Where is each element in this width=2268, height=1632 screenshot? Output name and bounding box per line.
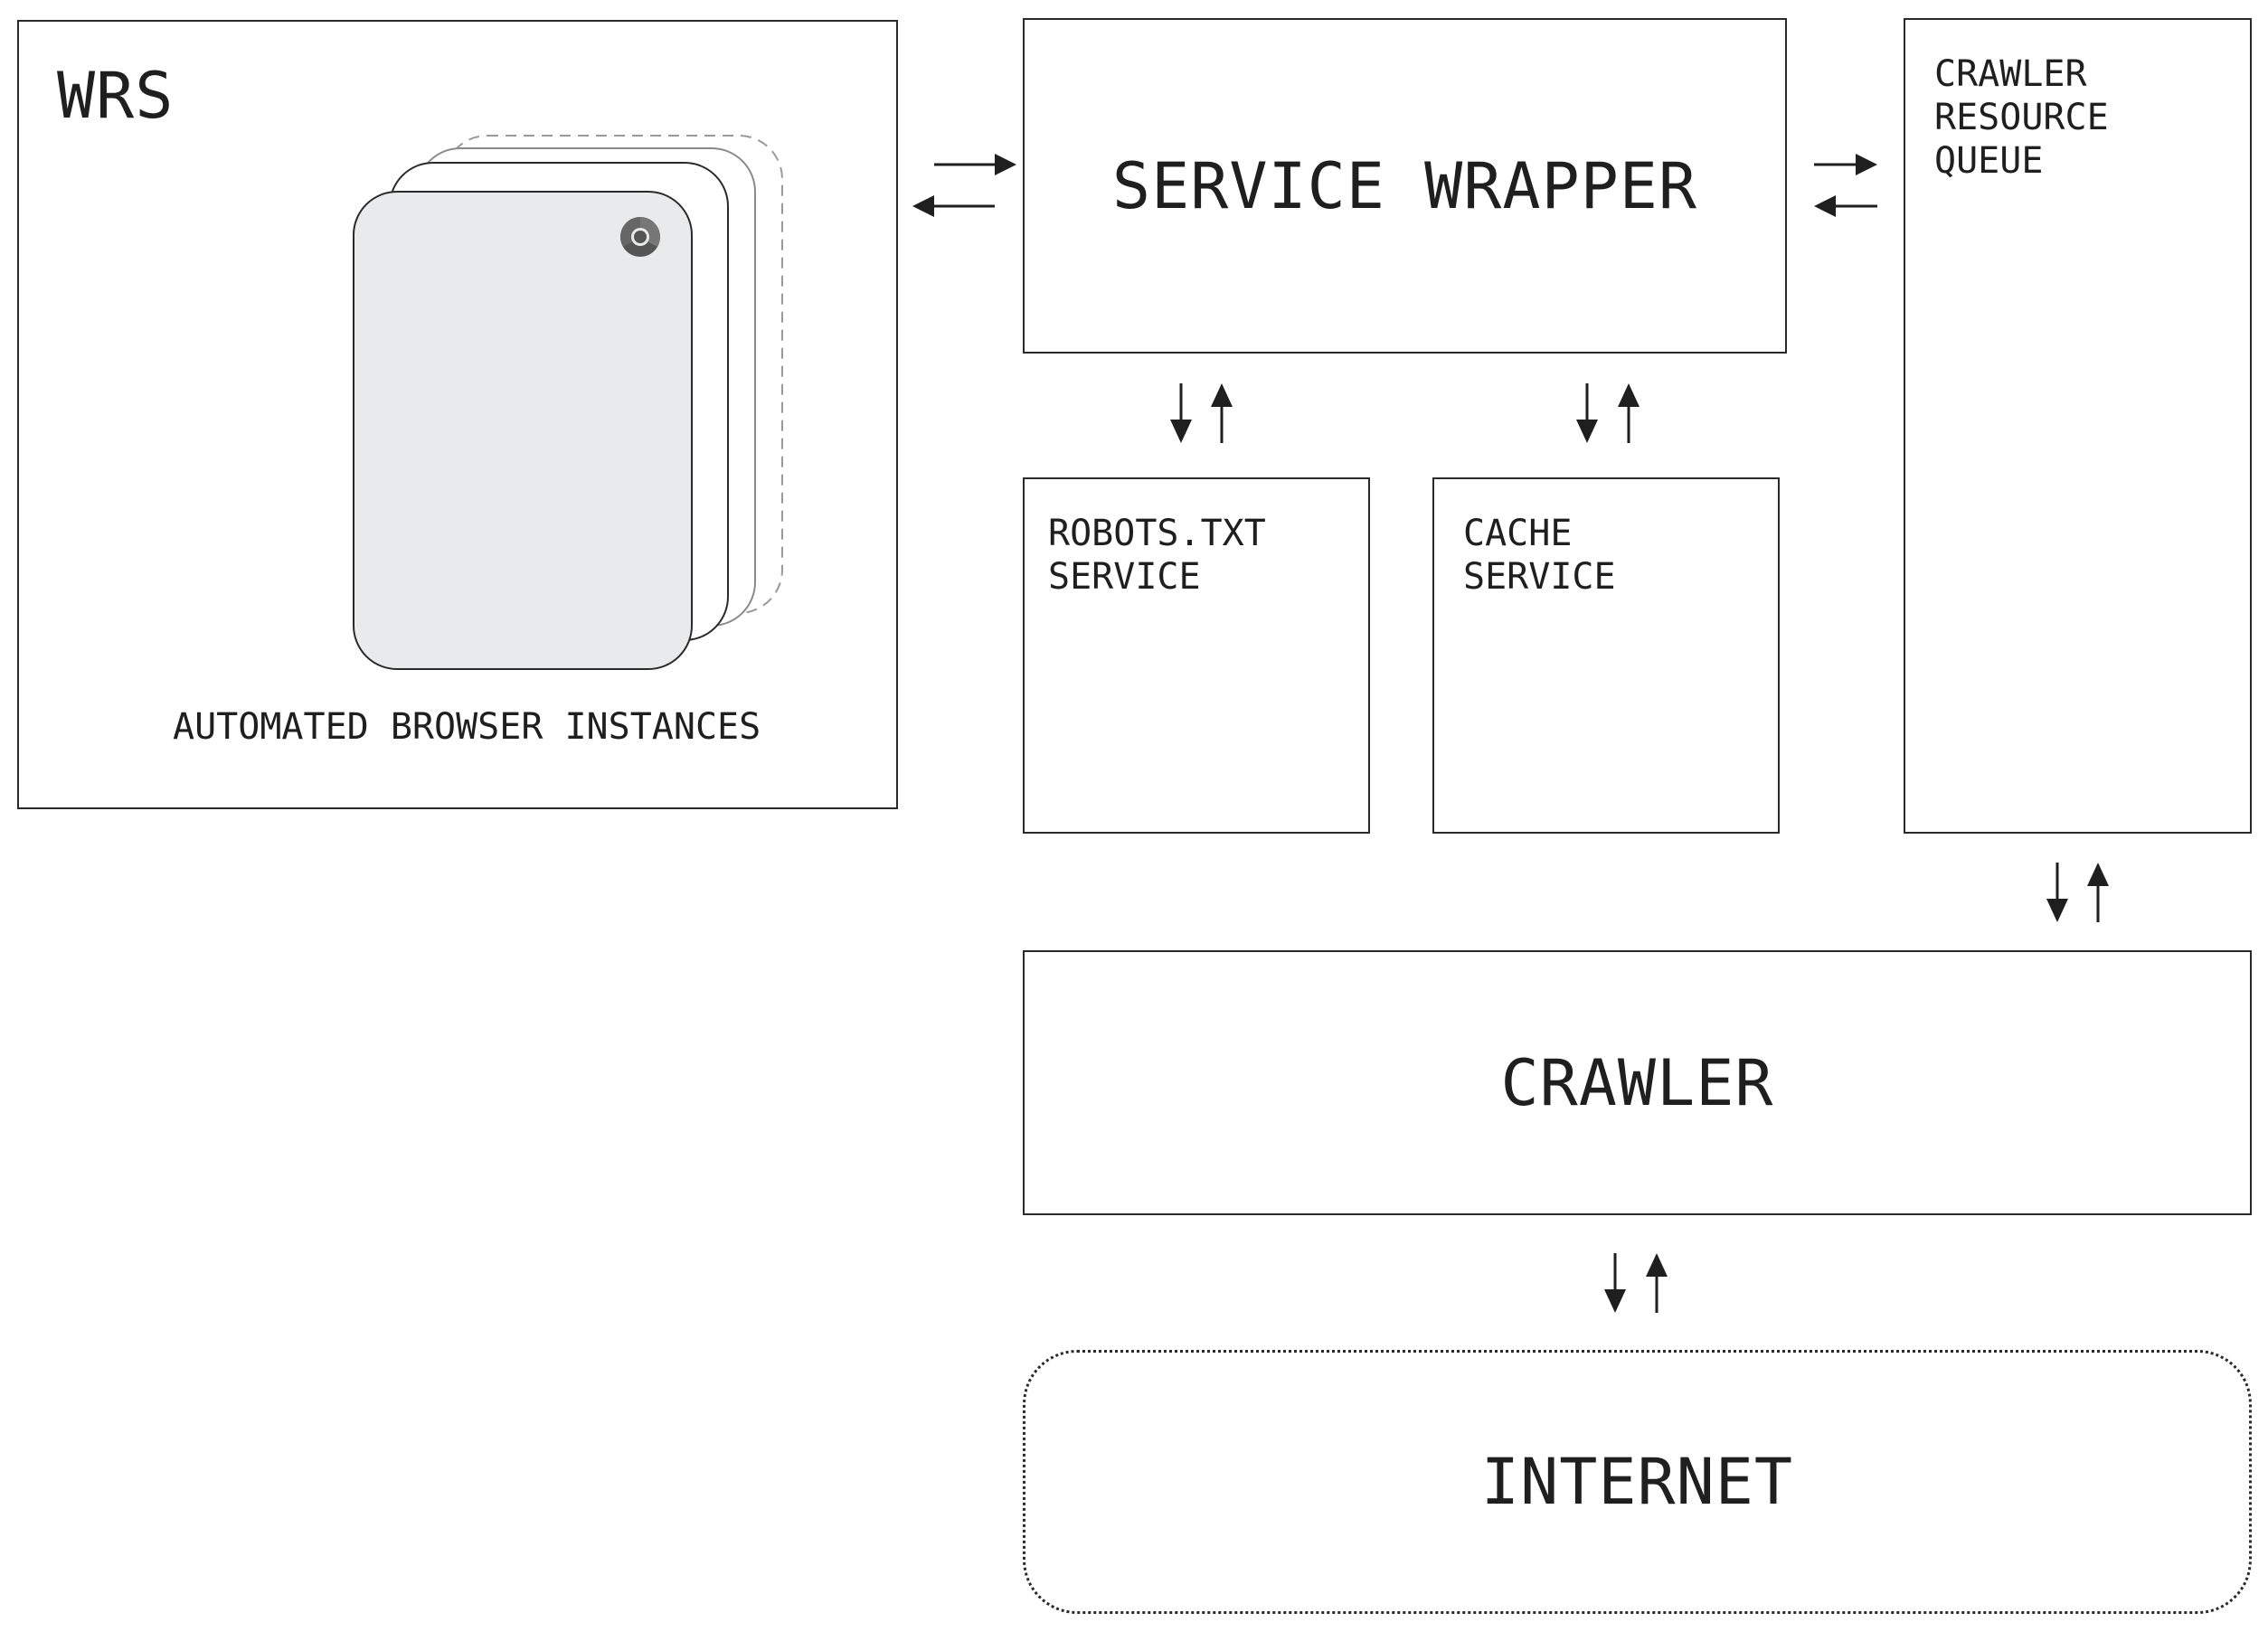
internet-cloud: INTERNET	[1023, 1350, 2252, 1614]
cache-service-box: CACHE SERVICE	[1432, 477, 1780, 834]
wrs-caption: AUTOMATED BROWSER INSTANCES	[173, 706, 761, 748]
crawler-internet-arrows	[1604, 1253, 1668, 1313]
internet-label: INTERNET	[1480, 1445, 1794, 1519]
crawler-box: CRAWLER	[1023, 950, 2252, 1215]
robots-label-line1: ROBOTS.TXT	[1048, 513, 1266, 554]
cache-label-line2: SERVICE	[1463, 556, 1616, 598]
chrome-icon	[620, 217, 660, 257]
browser-card-front	[353, 191, 693, 670]
wrapper-queue-arrows	[1814, 154, 1877, 217]
service-wrapper-box: SERVICE WRAPPER	[1023, 18, 1787, 354]
queue-label-line1: CRAWLER	[1934, 53, 2087, 95]
queue-label-line3: QUEUE	[1934, 140, 2044, 182]
queue-label-line2: RESOURCE	[1934, 97, 2109, 138]
crawler-label: CRAWLER	[1500, 1045, 1774, 1120]
wrs-wrapper-arrows	[912, 154, 1016, 217]
wrs-title: WRS	[57, 59, 175, 133]
robots-label-line2: SERVICE	[1048, 556, 1201, 598]
browser-instances-stack	[353, 135, 783, 670]
service-wrapper-label: SERVICE WRAPPER	[1111, 148, 1698, 223]
robots-service-box: ROBOTS.TXT SERVICE	[1023, 477, 1370, 834]
wrapper-robots-arrows	[1170, 383, 1233, 443]
crawler-resource-queue-box: CRAWLER RESOURCE QUEUE	[1904, 18, 2252, 834]
wrs-panel: WRS AUTOMATED BROWSER INSTANCES	[17, 20, 898, 809]
queue-crawler-arrows	[2046, 863, 2109, 922]
wrapper-cache-arrows	[1576, 383, 1640, 443]
cache-label-line1: CACHE	[1463, 513, 1573, 554]
